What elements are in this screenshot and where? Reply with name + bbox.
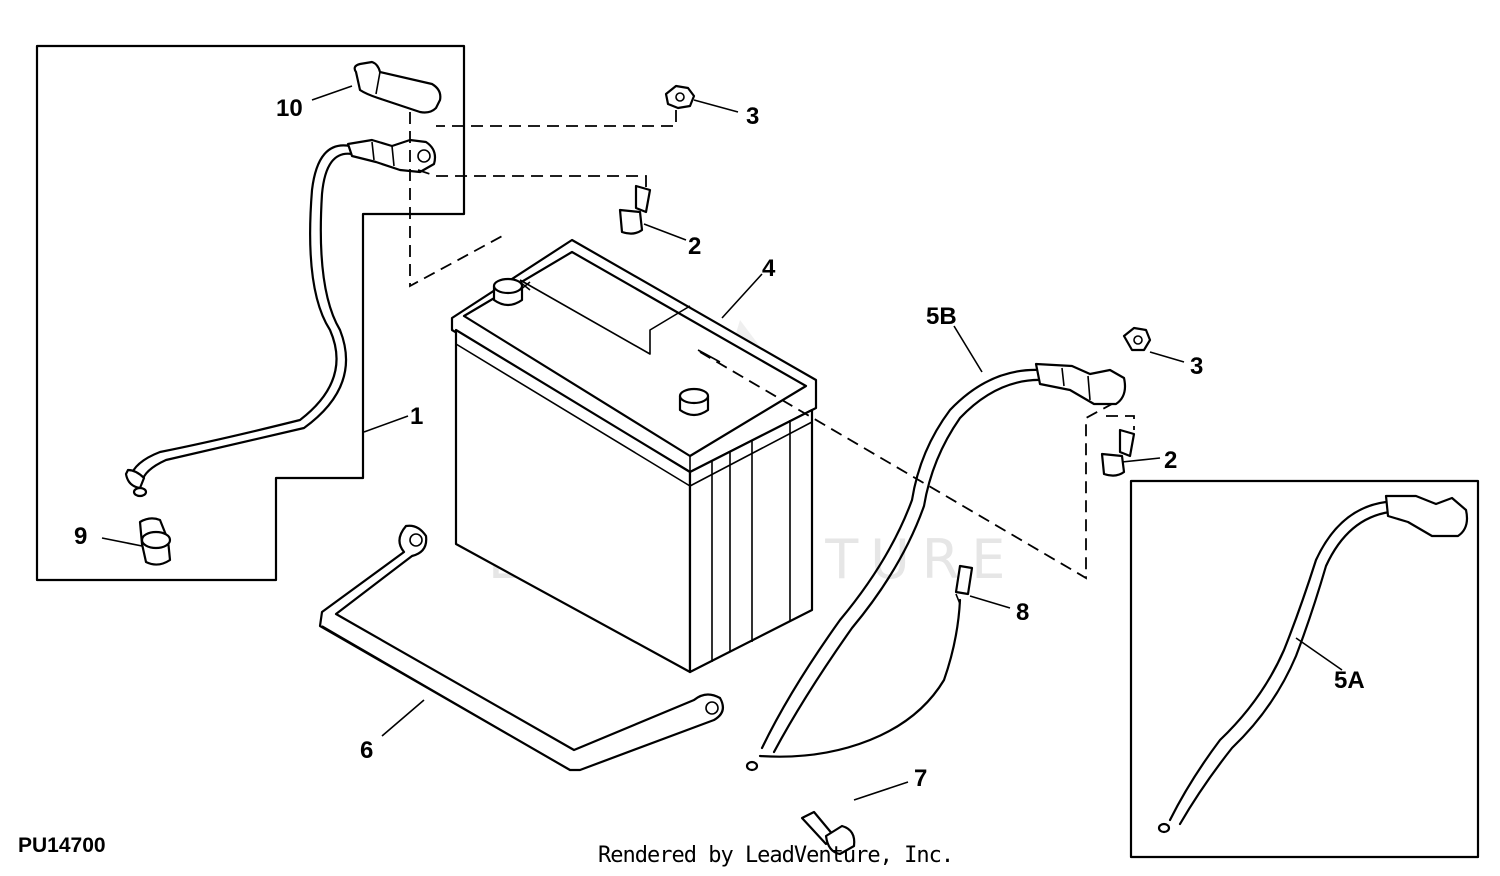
alignment-lines-right (699, 351, 1135, 580)
nut-part-upper[interactable] (664, 84, 696, 110)
terminal-cover-part[interactable] (353, 60, 442, 114)
callout-8: 8 (1016, 599, 1029, 626)
callout-labels: 10 3 2 4 1 9 5B 3 2 8 6 7 5A (74, 95, 1365, 792)
bolt-part-lower[interactable] (800, 810, 856, 856)
callout-9: 9 (74, 523, 87, 550)
sense-lead-part[interactable] (954, 564, 974, 605)
callout-2-right: 2 (1164, 447, 1177, 474)
positive-cable-part-5b[interactable] (745, 362, 1127, 772)
alternate-cable-part-5a[interactable] (1157, 494, 1469, 834)
callout-5b: 5B (926, 303, 957, 330)
callout-4: 4 (762, 255, 776, 282)
callout-3-upper: 3 (746, 103, 759, 130)
hold-down-bracket-part[interactable] (318, 524, 725, 772)
nut-part-right[interactable] (1122, 326, 1152, 352)
alignment-lines-left (409, 110, 677, 288)
callout-10: 10 (276, 95, 303, 122)
callout-3-right: 3 (1190, 353, 1203, 380)
battery-part[interactable] (450, 238, 818, 674)
inset-box-left (35, 44, 466, 582)
callout-7: 7 (914, 765, 927, 792)
negative-cable-part[interactable] (124, 138, 437, 498)
render-credit: Rendered by LeadVenture, Inc. (598, 843, 954, 868)
bolt-part-right[interactable] (1100, 428, 1136, 477)
diagram-page-id: PU14700 (18, 834, 106, 857)
callout-1: 1 (410, 403, 423, 430)
bolt-part-upper[interactable] (618, 184, 652, 235)
callout-6: 6 (360, 737, 373, 764)
inset-box-right (1129, 479, 1480, 859)
leader-lines (101, 85, 1343, 801)
boot-part[interactable] (138, 517, 172, 566)
callout-2-upper: 2 (688, 233, 701, 260)
callout-5a: 5A (1334, 667, 1365, 694)
